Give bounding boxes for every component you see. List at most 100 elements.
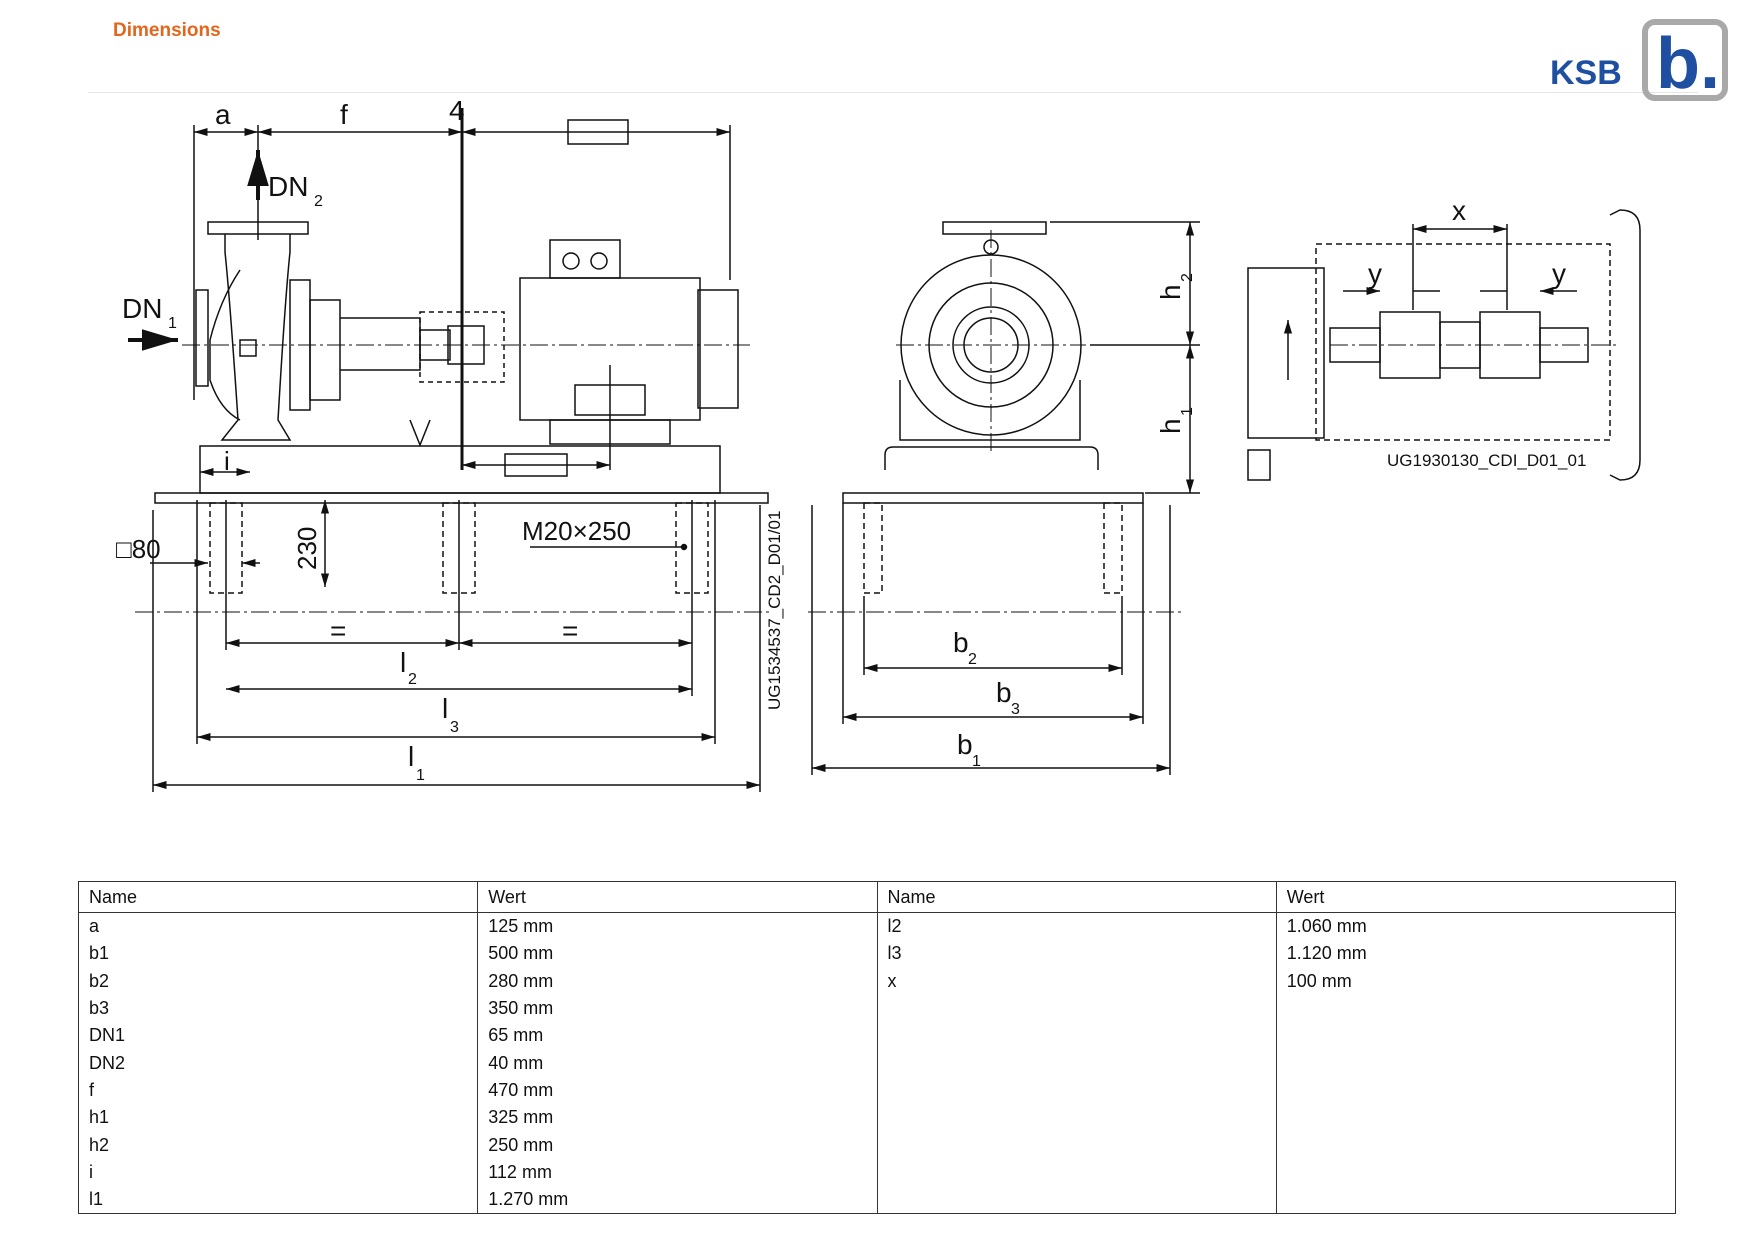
logo-mark: b. <box>1656 24 1720 102</box>
label-4: 4 <box>449 100 465 126</box>
dim-value <box>1275 994 1677 1023</box>
label-h2: h <box>1155 284 1186 300</box>
front-view-labels: h 2 h 1 b 2 b 3 b 1 <box>953 273 1196 770</box>
dimension-drawing: a f 4 DN 2 DN 1 i □80 230 M20×250 = = l … <box>116 100 1641 792</box>
dim-value: 500 mm <box>477 940 878 968</box>
dim-name: DN1 <box>77 1022 479 1050</box>
dim-value <box>1275 1104 1677 1132</box>
dim-value: 325 mm <box>477 1104 878 1132</box>
dim-name <box>876 1022 1277 1050</box>
label-h1: h <box>1155 418 1186 434</box>
dim-value: 65 mm <box>477 1022 878 1050</box>
dim-value: 1.120 mm <box>1275 940 1677 968</box>
label-f: f <box>340 100 348 130</box>
side-view <box>128 108 770 792</box>
dim-value: 350 mm <box>477 994 878 1023</box>
label-b1-sub: 1 <box>972 753 981 770</box>
dim-value: 100 mm <box>1275 967 1677 995</box>
dim-name: f <box>77 1076 479 1105</box>
label-sq80: □80 <box>116 534 161 564</box>
dim-value <box>1275 1158 1677 1186</box>
table-header-row: Name Wert Name Wert <box>77 881 1677 913</box>
dim-value <box>1275 1131 1677 1159</box>
label-b1: b <box>957 729 973 760</box>
label-h1-sub: 1 <box>1179 407 1196 416</box>
dim-name: x <box>876 967 1277 995</box>
label-b3-sub: 3 <box>1011 701 1020 718</box>
label-bolt: M20×250 <box>522 516 631 546</box>
dim-name <box>876 1185 1277 1215</box>
dim-value: 1.270 mm <box>477 1185 878 1215</box>
column-header-name: Name <box>876 881 1277 913</box>
label-dn2-sub: 2 <box>314 193 323 210</box>
dim-name: l1 <box>77 1185 479 1215</box>
dim-name: h1 <box>77 1104 479 1132</box>
dim-name: h2 <box>77 1131 479 1159</box>
label-eq-1: = <box>330 615 346 646</box>
label-b2-sub: 2 <box>968 651 977 668</box>
label-dn1-sub: 1 <box>168 315 177 332</box>
page-title: Dimensions <box>113 20 221 41</box>
dim-name: b3 <box>77 994 479 1023</box>
column-header-value: Wert <box>477 881 878 913</box>
label-i: i <box>224 446 230 476</box>
dim-value <box>1275 1022 1677 1050</box>
dim-name: i <box>77 1158 479 1186</box>
ksb-logo: KSB b. <box>1550 19 1728 102</box>
side-view-labels: a f 4 DN 2 DN 1 i □80 230 M20×250 = = l … <box>116 100 784 784</box>
label-l3: l <box>442 693 448 724</box>
dim-name: b2 <box>77 967 479 995</box>
label-a: a <box>215 100 231 130</box>
dim-name <box>876 1076 1277 1105</box>
coupling-view-labels: x y y UG1930130_CDI_D01_01 <box>1368 195 1586 470</box>
dim-name <box>876 1049 1277 1077</box>
label-y-2: y <box>1552 258 1566 289</box>
dim-name <box>876 1158 1277 1186</box>
dim-name: l2 <box>876 912 1277 941</box>
label-dn1: DN <box>122 293 162 324</box>
dim-value <box>1275 1049 1677 1077</box>
dim-name: l3 <box>876 940 1277 968</box>
dim-value: 125 mm <box>477 912 878 941</box>
dim-value: 112 mm <box>477 1158 878 1186</box>
label-b3: b <box>996 677 1012 708</box>
dim-name <box>876 994 1277 1023</box>
column-header-value: Wert <box>1275 881 1677 913</box>
label-eq-2: = <box>562 615 578 646</box>
coupling-view <box>1247 209 1641 481</box>
logo-text: KSB <box>1550 54 1622 92</box>
dim-value: 470 mm <box>477 1076 878 1105</box>
dim-name: b1 <box>77 940 479 968</box>
side-view-code: UG1534537_CD2_D01/01 <box>765 511 784 710</box>
dim-name: DN2 <box>77 1049 479 1077</box>
label-l1-sub: 1 <box>416 767 425 784</box>
dim-name: a <box>77 912 479 941</box>
label-x: x <box>1452 195 1466 226</box>
dim-value: 280 mm <box>477 967 878 995</box>
label-h2-sub: 2 <box>1179 273 1196 282</box>
dim-value: 40 mm <box>477 1049 878 1077</box>
header-divider <box>88 92 1698 93</box>
dim-value <box>1275 1185 1677 1215</box>
coupling-view-code: UG1930130_CDI_D01_01 <box>1387 451 1586 470</box>
label-l1: l <box>408 741 414 772</box>
dim-name <box>876 1131 1277 1159</box>
label-l2-sub: 2 <box>408 671 417 688</box>
label-230: 230 <box>292 527 322 570</box>
column-header-name: Name <box>77 881 479 913</box>
front-view <box>808 221 1200 775</box>
dim-value: 250 mm <box>477 1131 878 1159</box>
dim-name <box>876 1104 1277 1132</box>
label-dn2: DN <box>268 171 308 202</box>
